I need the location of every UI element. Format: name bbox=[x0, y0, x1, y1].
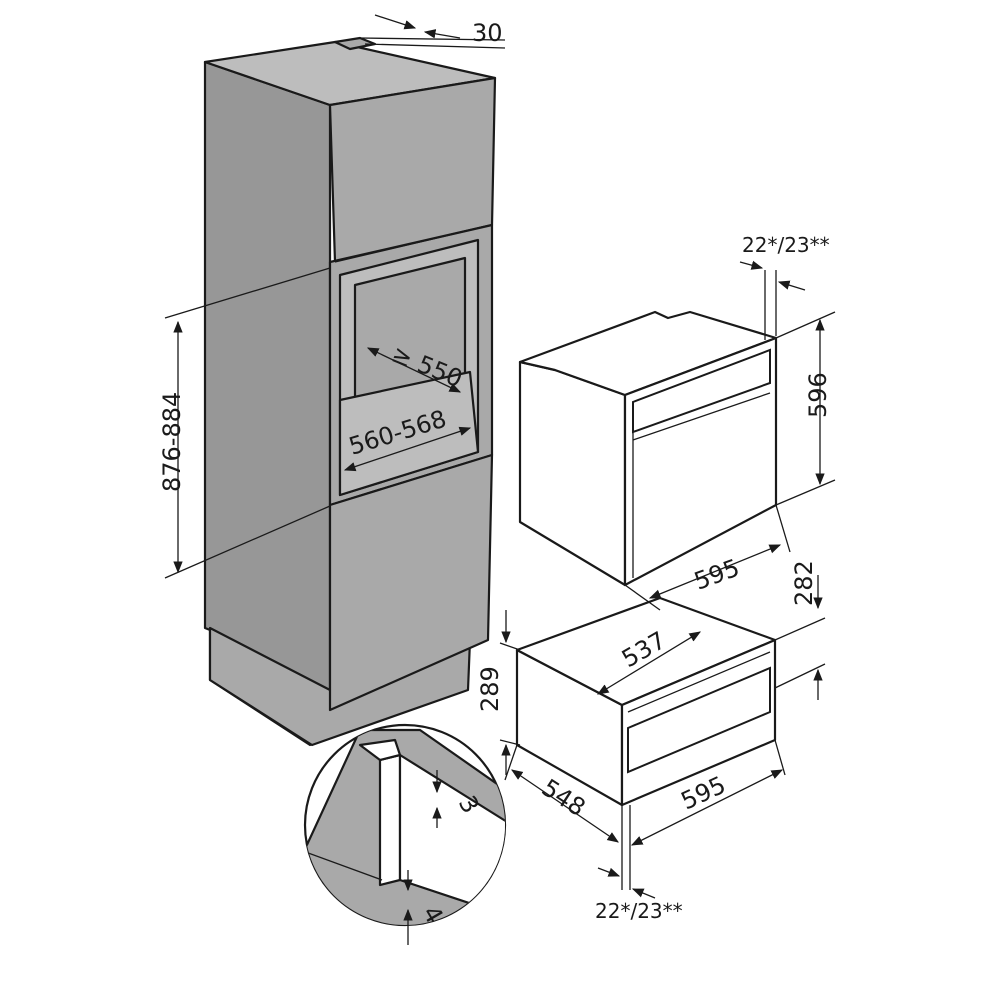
dimension-lines bbox=[164, 14, 836, 945]
label-niche-height: 876-884 bbox=[158, 392, 186, 492]
detail-circle bbox=[303, 723, 507, 927]
label-cabinet-top-gap: 30 bbox=[472, 19, 503, 47]
label-oven-front-gap: 22*/23** bbox=[742, 233, 830, 257]
oven-top bbox=[518, 310, 778, 397]
oven-appliance bbox=[518, 310, 778, 587]
label-oven-height: 596 bbox=[804, 372, 832, 418]
tall-cabinet bbox=[203, 36, 497, 747]
label-drawer-front-gap: 22*/23** bbox=[595, 899, 683, 923]
warming-drawer bbox=[515, 596, 777, 807]
oven-side bbox=[518, 360, 627, 587]
label-drawer-front-height: 282 bbox=[790, 560, 818, 606]
label-oven-width: 595 bbox=[690, 554, 743, 596]
label-drawer-body-height: 289 bbox=[476, 666, 504, 712]
